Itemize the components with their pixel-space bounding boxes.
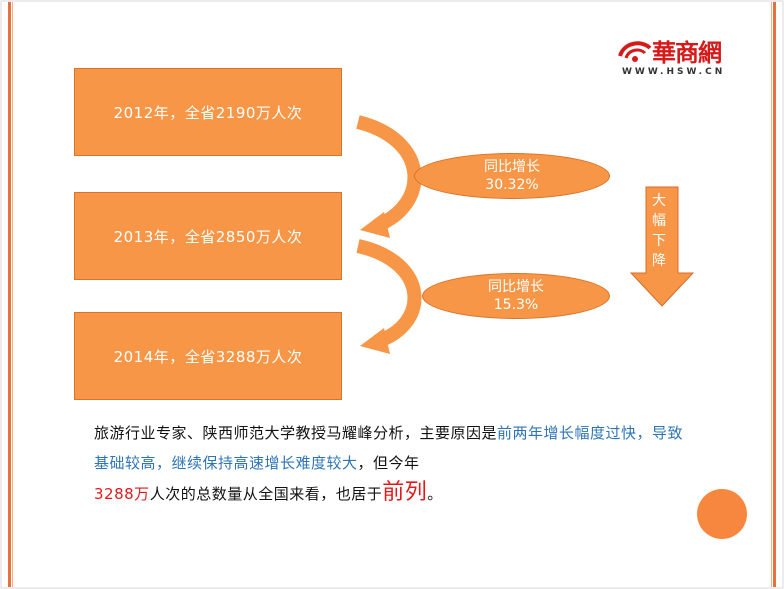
growth-2-label: 同比增长 [488, 279, 544, 295]
curved-arrow-1 [356, 115, 422, 233]
para-part-6: 前列 [382, 480, 428, 505]
box-2012: 2012年，全省2190万人次 [74, 68, 342, 156]
para-part-3: ，但今年 [357, 454, 420, 472]
growth-1-value: 30.32% [485, 177, 539, 193]
curved-arrow-2 [356, 239, 422, 349]
analysis-paragraph: 旅游行业专家、陕西师范大学教授马耀峰分析，主要原因是前两年增长幅度过快，导致基础… [94, 418, 694, 509]
para-part-1: 旅游行业专家、陕西师范大学教授马耀峰分析，主要原因是 [94, 424, 498, 442]
para-part-2: 前两年增长幅度过快，导致基础较高，继续保持高速增长难度较大 [94, 424, 684, 472]
down-arrow-shape [629, 186, 695, 307]
para-part-5: 人次的总数量从全国来看，也居于 [149, 485, 383, 503]
box-2014-text: 2014年，全省3288万人次 [113, 347, 303, 366]
box-2013-text: 2013年，全省2850万人次 [113, 227, 303, 246]
decline-char-3: 下 [652, 233, 666, 249]
box-2014: 2014年，全省3288万人次 [74, 312, 342, 400]
logo-name: 華商網 [652, 38, 722, 67]
box-2012-text: 2012年，全省2190万人次 [113, 103, 303, 122]
decline-char-2: 幅 [652, 213, 666, 229]
growth-ellipse-2: 同比增长 15.3% [422, 273, 610, 319]
curved-arrow-2-head [360, 328, 390, 354]
curved-arrow-1-head [360, 212, 390, 238]
box-2013: 2013年，全省2850万人次 [74, 192, 342, 280]
growth-ellipse-1: 同比增长 30.32% [414, 153, 610, 199]
para-part-4: 3288万 [94, 485, 150, 503]
hsw-logo-icon [618, 41, 652, 62]
decline-char-1: 大 [652, 193, 666, 209]
growth-1-label: 同比增长 [484, 159, 540, 175]
growth-2-value: 15.3% [493, 297, 539, 313]
para-part-7: 。 [427, 485, 443, 503]
decline-char-4: 降 [652, 253, 666, 269]
decline-label: 大 幅 下 降 [650, 191, 668, 271]
logo-url: WWW.HSW.CN [622, 67, 726, 77]
decorative-circle [697, 489, 747, 539]
